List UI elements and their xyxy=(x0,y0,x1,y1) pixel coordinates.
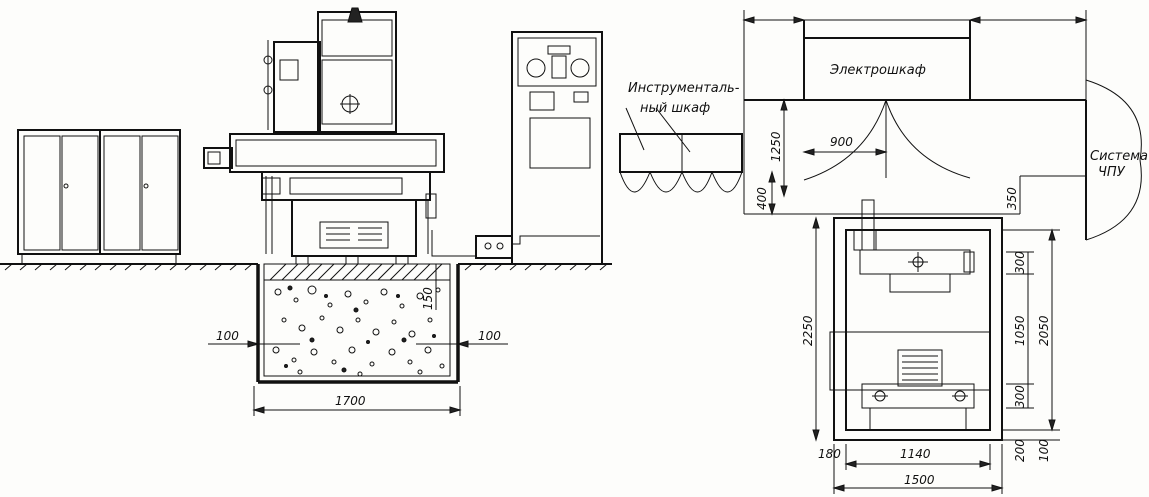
dim-1250-text: 1250 xyxy=(769,131,783,162)
dim-cabinet-depth: 1250 xyxy=(769,131,783,162)
machine-plan xyxy=(829,199,1003,441)
foundation-pit xyxy=(256,263,460,384)
dim-wall-left: 100 xyxy=(208,329,300,348)
cable-line xyxy=(431,230,600,257)
electrical-cabinet-plan: Электрошкаф xyxy=(803,20,971,181)
plan-connector-lines xyxy=(743,160,1020,215)
dim-200-text: 200 xyxy=(1013,439,1027,462)
dim-right-verticals: 300 1050 300 2050 200 100 xyxy=(1002,228,1060,462)
dim-bottom-margin-text: 100 xyxy=(1037,439,1051,462)
dim-1140-text: 1140 xyxy=(900,447,931,461)
dim-base-length: 2250 xyxy=(801,216,820,442)
dim-150-text: 150 xyxy=(421,287,435,310)
tool-cabinet-label-line1: Инструменталь- xyxy=(628,81,740,96)
dim-tool-cabinet-depth: 400 xyxy=(755,170,776,216)
tool-cabinet-label-line2: ный шкаф xyxy=(640,101,710,116)
dim-1050-text: 1050 xyxy=(1013,315,1027,346)
tool-cabinet-elevation xyxy=(17,129,181,265)
pendant-box xyxy=(475,235,513,259)
dim-900-text: 900 xyxy=(830,135,853,149)
cnc-cabinet-elevation xyxy=(511,31,603,265)
dim-1700-text: 1700 xyxy=(335,394,366,408)
dim-180-text: 180 xyxy=(818,447,841,461)
dim-2250-text: 2250 xyxy=(801,315,815,346)
dim-top-layer: 150 xyxy=(421,264,437,310)
dim-100-right-text: 100 xyxy=(478,329,501,343)
dim-100-left-text: 100 xyxy=(216,329,239,343)
tool-cabinet-plan: Инструменталь- ный шкаф xyxy=(619,81,743,193)
dim-upper-pad-text: 300 xyxy=(1013,251,1027,274)
dim-lower-pad-text: 300 xyxy=(1013,385,1027,408)
plan-top-dimension xyxy=(742,10,1088,180)
dim-foundation-width: 1700 xyxy=(252,386,462,416)
dim-2050-text: 2050 xyxy=(1037,315,1051,346)
dim-bottom-horizontals: 180 1140 1500 xyxy=(818,444,1004,494)
cnc-system-plan: Система ЧПУ 350 xyxy=(1005,79,1148,241)
dim-wall-right: 100 xyxy=(416,329,508,348)
cnc-system-label-line1: Система xyxy=(1090,149,1148,164)
concrete-dark-spots xyxy=(284,285,436,373)
room-outline xyxy=(744,98,1086,198)
cnc-system-label-line2: ЧПУ xyxy=(1098,165,1126,180)
dim-350-text: 350 xyxy=(1005,187,1019,210)
dim-400-text: 400 xyxy=(755,187,769,210)
machine-elevation xyxy=(203,7,445,265)
concrete-texture xyxy=(272,285,445,377)
dim-1500-text: 1500 xyxy=(904,473,935,487)
dim-cabinet-door: 900 xyxy=(802,135,888,156)
electrical-cabinet-label: Электрошкаф xyxy=(829,63,926,78)
